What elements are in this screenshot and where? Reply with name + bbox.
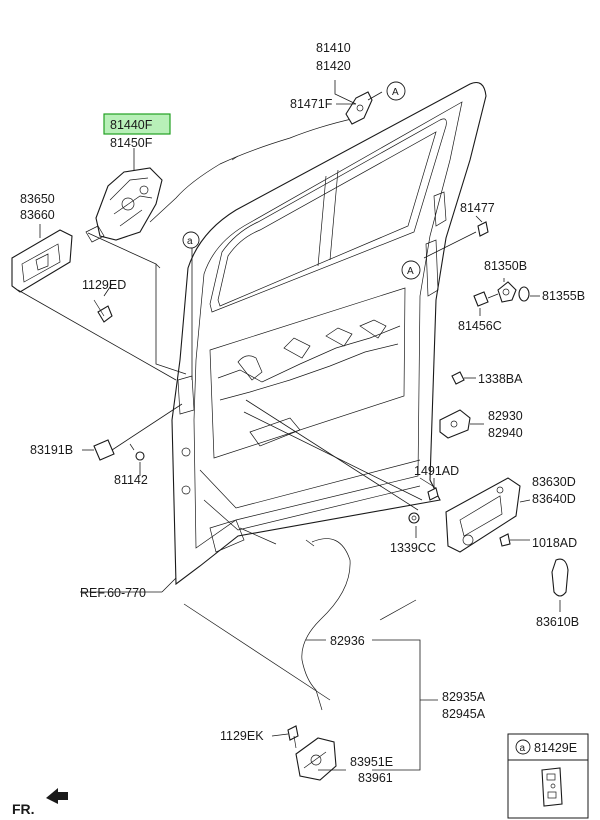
- bolt-81477: [477, 221, 489, 237]
- callout-83951E: 83951E: [350, 755, 393, 769]
- callout-ref-60-770: REF.60-770: [80, 586, 146, 600]
- svg-text:a: a: [520, 743, 526, 754]
- callout-1129ED: 1129ED: [82, 278, 126, 292]
- svg-text:A: A: [407, 266, 414, 277]
- callout-83650: 83650: [20, 192, 55, 206]
- svg-text:A: A: [392, 87, 399, 98]
- highlight-81440F: [103, 113, 171, 135]
- callout-81410: 81410: [316, 41, 351, 55]
- callout-83191B: 83191B: [30, 443, 73, 457]
- marker-a-door: a: [182, 231, 200, 249]
- callout-1129EK: 1129EK: [220, 729, 264, 743]
- svg-text:a: a: [187, 236, 193, 247]
- callout-83660: 83660: [20, 208, 55, 222]
- callout-81429E: 81429E: [534, 741, 577, 755]
- callout-81471F: 81471F: [290, 97, 333, 111]
- inside-handle-assembly: [345, 91, 373, 125]
- lower-bracket-assembly: [295, 737, 337, 781]
- callout-82936: 82936: [330, 634, 365, 648]
- door-latch-assembly: [85, 167, 163, 243]
- bracket-82930: [439, 409, 471, 439]
- callout-83640D: 83640D: [532, 492, 576, 506]
- bolt-1129EK: [287, 725, 299, 749]
- callout-83961: 83961: [358, 771, 393, 785]
- bolt-1129ED: [93, 299, 113, 323]
- marker-A-side: A: [401, 260, 421, 280]
- leader-lines: [17, 80, 561, 771]
- callout-81142: 81142: [114, 473, 148, 487]
- washer-81355B: [518, 286, 530, 302]
- callout-81456C: 81456C: [458, 319, 502, 333]
- lower-cable: [301, 538, 351, 711]
- door-panel: [171, 81, 487, 586]
- callout-1339CC: 1339CC: [390, 541, 436, 555]
- bumper-83191B: [93, 439, 115, 461]
- nut-1339CC: [408, 512, 420, 524]
- callout-1491AD: 1491AD: [414, 464, 459, 478]
- upper-cable: [149, 117, 357, 223]
- outside-handle-right: [445, 477, 521, 553]
- callouts: 81410 81420 81471F 81440F 81450F 83650 8…: [20, 41, 585, 785]
- screw-1018AD: [499, 533, 511, 547]
- switch-part-icon: [541, 767, 563, 807]
- front-orientation-indicator: FR.: [12, 788, 68, 817]
- callout-81355B: 81355B: [542, 289, 585, 303]
- nut-1338BA: [451, 371, 465, 385]
- striker-81350B: [497, 281, 517, 303]
- callout-82940: 82940: [488, 426, 523, 440]
- callout-82945A: 82945A: [442, 707, 486, 721]
- callout-1018AD: 1018AD: [532, 536, 577, 550]
- callout-81477: 81477: [460, 201, 495, 215]
- front-arrow-icon: [46, 788, 68, 804]
- callout-81440F: 81440F: [110, 118, 153, 132]
- callout-1338BA: 1338BA: [478, 372, 523, 386]
- callout-81420: 81420: [316, 59, 351, 73]
- bolt-81142: [129, 443, 145, 461]
- marker-A-top: A: [386, 81, 406, 101]
- callout-83630D: 83630D: [532, 475, 576, 489]
- callout-82930: 82930: [488, 409, 523, 423]
- callout-83610B: 83610B: [536, 615, 579, 629]
- callout-81450F: 81450F: [110, 136, 153, 150]
- bolt-81456C: [473, 291, 499, 307]
- callout-82935A: 82935A: [442, 690, 486, 704]
- callout-81350B: 81350B: [484, 259, 527, 273]
- clip-1491AD: [427, 487, 439, 501]
- inset-box-81429E: a 81429E: [507, 733, 589, 819]
- front-label: FR.: [12, 801, 35, 817]
- cover-83610B: [551, 558, 569, 597]
- outside-handle-left: [11, 229, 73, 293]
